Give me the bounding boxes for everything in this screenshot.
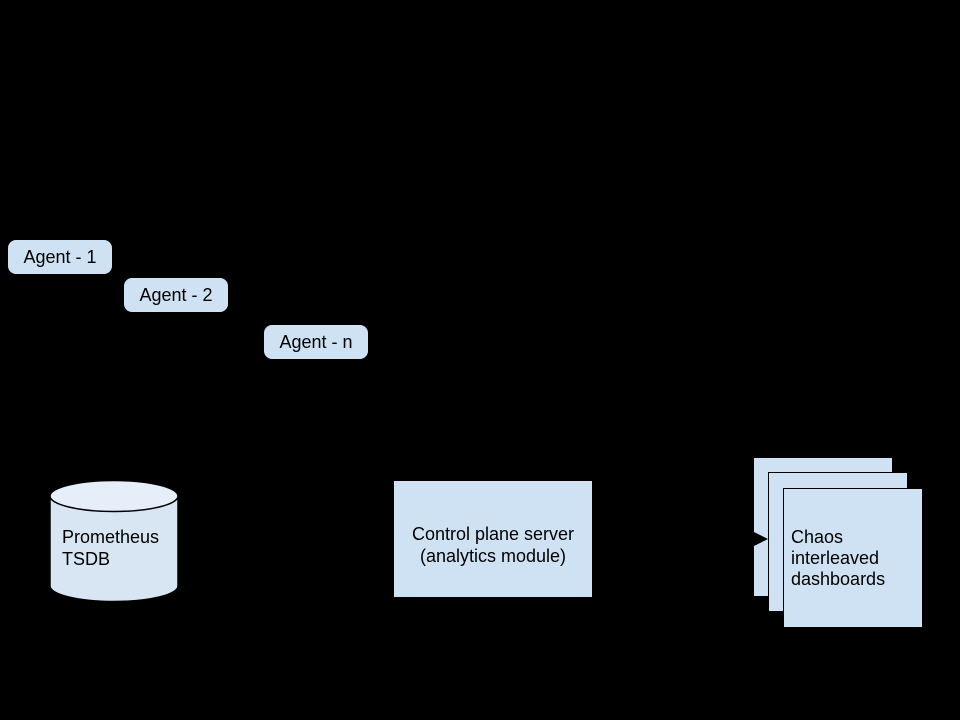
arrow-server-to-dashboards [593,531,768,547]
database-cylinder-icon [49,479,179,603]
dashboards-label-line3: dashboards [791,568,886,589]
dashboards-label-line2: interleaved [791,547,880,568]
agent-n-node: Agent - n [264,325,368,359]
agent-2-label: Agent - 2 [139,285,213,305]
prometheus-tsdb-label: Prometheus TSDB [62,526,174,570]
prometheus-tsdb-label-line1: Prometheus [62,527,160,547]
agent-1-node: Agent - 1 [8,240,112,274]
dashboards-label-line1: Chaos [791,526,844,547]
control-plane-server-label-line1: Control plane server [411,523,575,544]
dashboard-card-front: Chaos interleaved dashboards [783,488,923,628]
control-plane-server-node: Control plane server (analytics module) [393,480,593,598]
control-plane-server-label-line2: (analytics module) [419,545,567,566]
prometheus-tsdb-label-line2: TSDB [62,549,111,569]
cylinder-body [49,495,179,603]
agent-n-label: Agent - n [279,332,353,352]
agent-2-node: Agent - 2 [124,278,228,312]
arrow-head-icon [753,531,768,547]
agent-1-label: Agent - 1 [23,247,97,267]
cylinder-top [49,479,179,513]
